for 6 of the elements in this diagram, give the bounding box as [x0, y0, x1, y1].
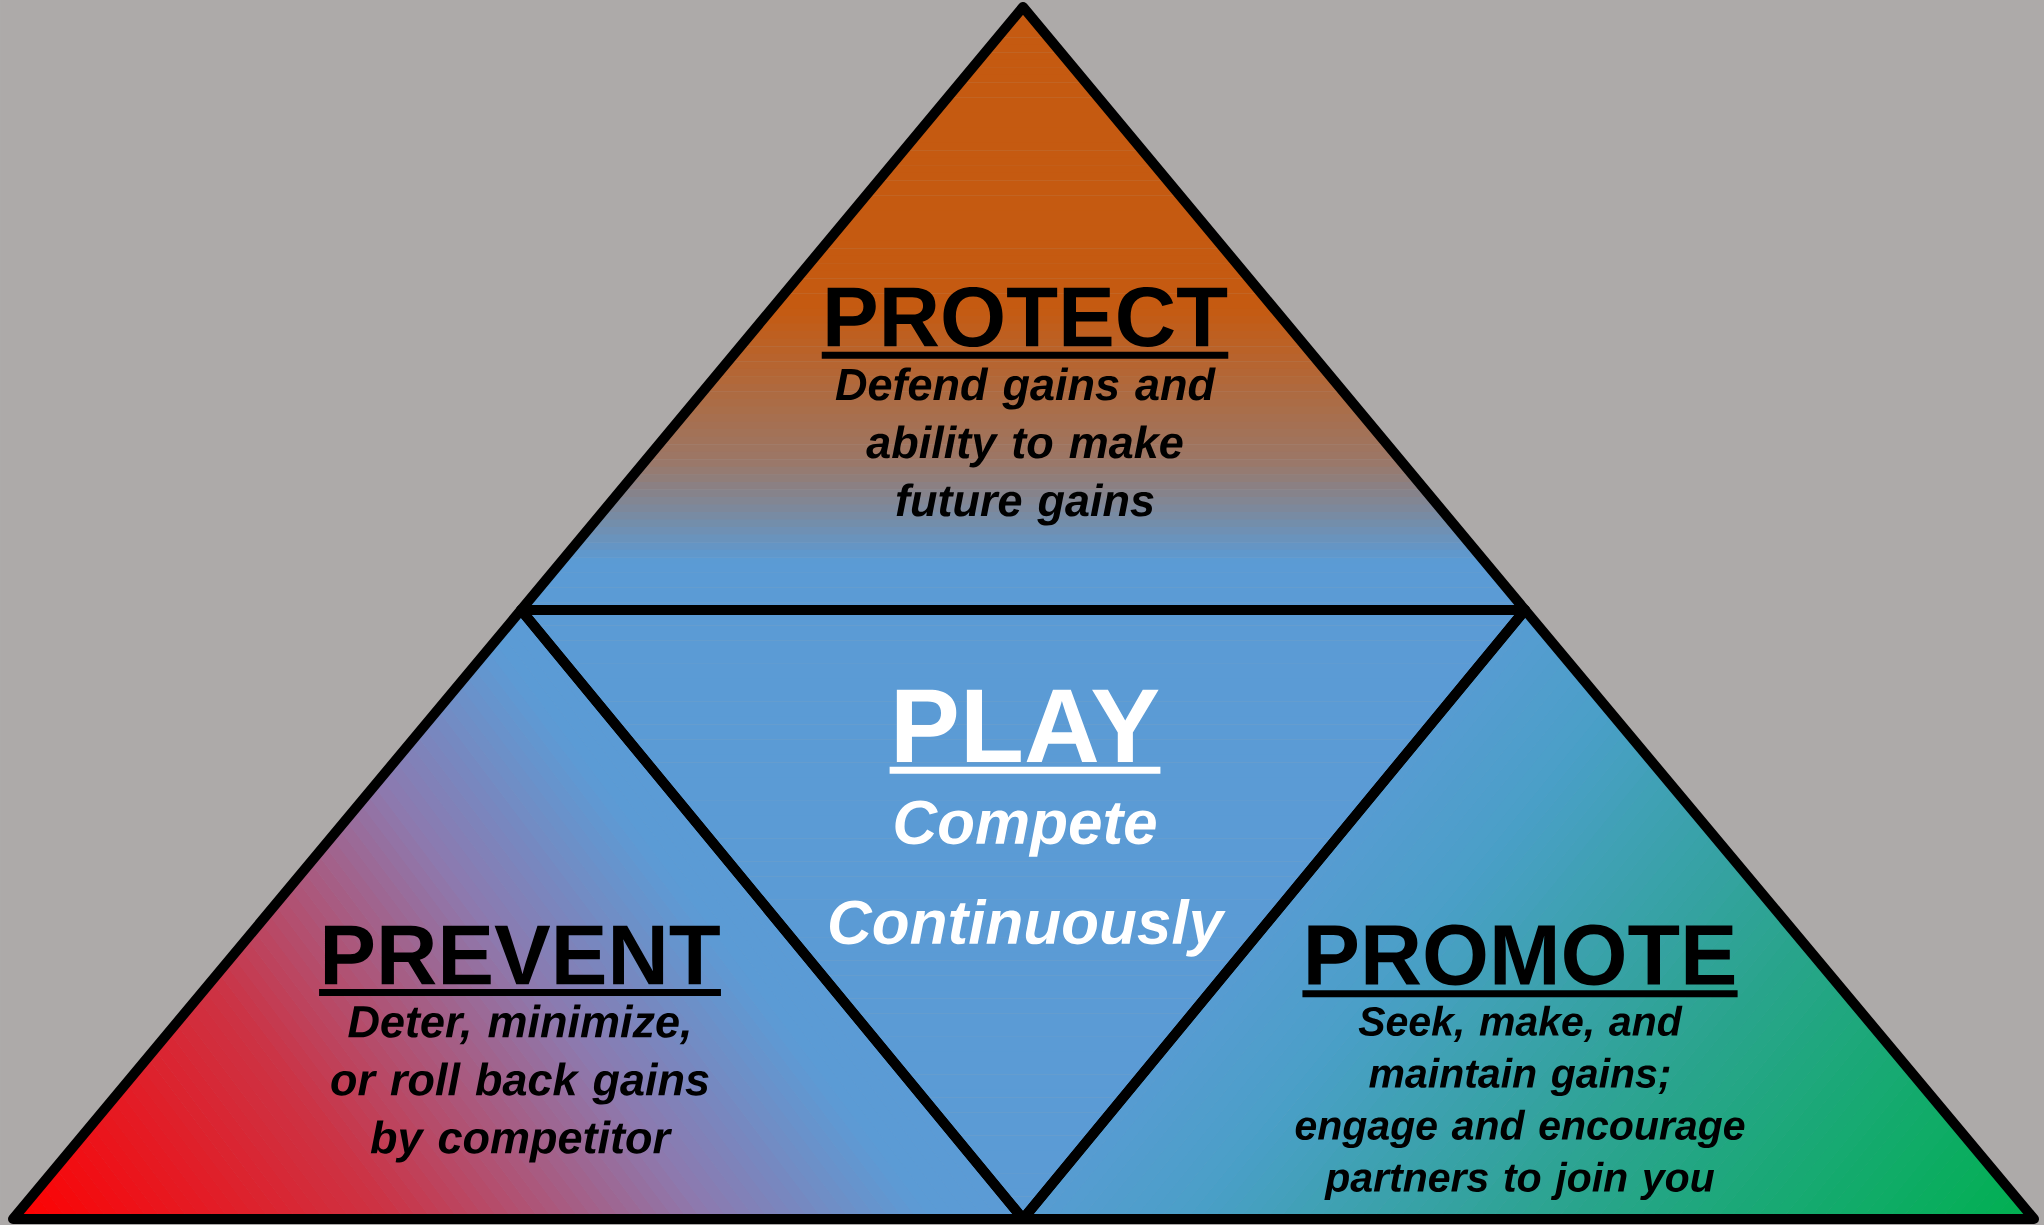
heading: PLAY — [889, 689, 1161, 774]
heading: PROTECT — [821, 286, 1229, 359]
description: Seek, make, and maintain gains; engage and encourage partners to join you — [1295, 1005, 1745, 1201]
description: Compete Continuously — [830, 800, 1226, 957]
description: Defend gains and ability to make future gains — [835, 367, 1216, 526]
description: Deter, minimize, or roll back gains by competitor — [331, 1004, 709, 1163]
